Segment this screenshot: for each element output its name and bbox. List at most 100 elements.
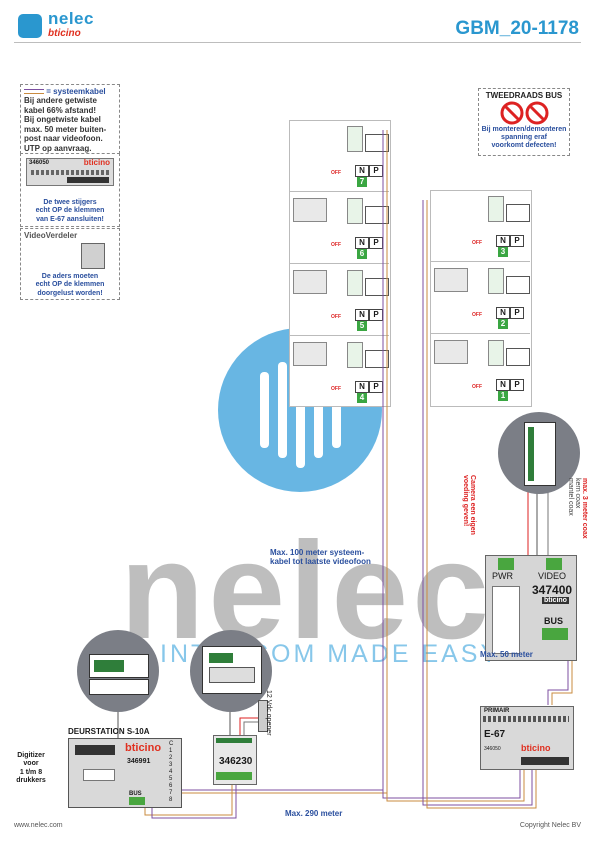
terminal-label: 5: [169, 776, 173, 782]
n-terminal-label: N: [496, 307, 510, 319]
header-divider: [14, 42, 581, 43]
videoverdeler-device: [434, 340, 468, 364]
camera-power-note: Camera een eigen voeding geven!: [462, 475, 476, 570]
digitizer-line: voor: [23, 760, 39, 768]
videophone-unit: OFF N P 5: [289, 264, 389, 336]
system-cable-wire: [382, 405, 521, 799]
n-terminal-label: N: [355, 237, 369, 249]
door-station-model: 346991: [127, 758, 151, 765]
videophone-unit: OFF N P 3: [430, 190, 530, 262]
primair-brand: bticino: [521, 743, 551, 753]
videoverdeler-device-icon: [81, 243, 105, 269]
cable-note-line: Bij andere getwiste: [24, 96, 97, 106]
watermark-bar-icon: [260, 372, 269, 448]
videoverdeler-line: doorgelust worden!: [37, 289, 103, 297]
digitizer-terminals: [89, 679, 149, 695]
bus-terminal: [347, 126, 363, 152]
digitizer-device: [89, 654, 149, 678]
videoverdeler-device: [293, 198, 327, 222]
e67-note-line: De twee stijgers: [43, 199, 97, 206]
zoom-callout-digitizer: [77, 630, 159, 712]
document-title: GBM_20-1178: [455, 18, 579, 39]
cable-legend-label: = systeemkabel: [46, 87, 106, 96]
tweedraads-line: Bij monteren/demonteren: [481, 126, 567, 133]
terminal-label: 6: [169, 783, 173, 789]
max50-label: Max. 50 meter: [480, 650, 533, 659]
system-cable-wire: [386, 405, 525, 802]
bus-terminal: [347, 198, 363, 224]
videoverdeler-line: echt OP de klemmen: [35, 281, 105, 289]
e67-note: 346050 bticino De twee stijgers echt OP …: [20, 153, 120, 227]
primair-title: PRIMAIR: [484, 708, 510, 714]
door-station-title: DEURSTATION S-10A: [68, 727, 150, 736]
e67-note-line: van E-67 aansluiten!: [36, 215, 104, 223]
e67-note-brand: bticino: [83, 158, 110, 167]
opener-wire: [239, 717, 262, 740]
cable-note-line: Bij ongetwiste kabel: [24, 115, 101, 125]
camera-power-line: voeding geven!: [462, 475, 469, 527]
terminal-label: 8: [169, 797, 173, 803]
cable-legend-icon: [24, 89, 44, 95]
door-wire: [151, 780, 237, 819]
videophone-screen-icon: [506, 348, 530, 366]
digitizer-note: Digitizer voor 1 t/m 8 drukkers: [6, 752, 56, 786]
coax-note-line: max. 3 meter coax: [581, 478, 588, 539]
floor-number-badge: 3: [498, 247, 508, 257]
riser-right-units: OFF N P 3 OFF N P 2 OFF N P 1: [430, 190, 530, 405]
video-module-closeup: [524, 422, 556, 486]
floor-number-badge: 1: [498, 391, 508, 401]
bus-terminal: [347, 270, 363, 296]
p-terminal-label: P: [510, 307, 524, 319]
max100-line: Max. 100 meter systeem-: [270, 548, 365, 557]
floor-number-badge: 2: [498, 319, 508, 329]
n-terminal-label: N: [496, 235, 510, 247]
floor-number-badge: 4: [357, 393, 367, 403]
primair-model: E-67: [484, 729, 506, 740]
tweedraads-title: TWEEDRAADS BUS: [485, 91, 563, 100]
pwr-terminal: [498, 558, 514, 570]
actuator-closeup: [202, 646, 262, 694]
videoverdeler-device: [434, 268, 468, 292]
primair-code: 346050: [484, 746, 501, 752]
videoverdeler-title: VideoVerdeler: [24, 231, 78, 240]
system-cable-wire: [422, 405, 533, 806]
videophone-screen-icon: [506, 204, 530, 222]
bus-terminal: [542, 628, 568, 640]
switch-off-label: OFF: [331, 242, 341, 248]
footer-copyright: Copyright Nelec BV: [519, 822, 581, 829]
door-station-bus-label: BUS: [129, 791, 142, 797]
video-module-bus-label: BUS: [544, 616, 564, 626]
pwr-label: PWR: [492, 571, 513, 581]
p-terminal-label: P: [510, 379, 524, 391]
videoverdeler-device: [293, 342, 327, 366]
bus-terminal: [488, 196, 504, 222]
floor-number-badge: 6: [357, 249, 367, 259]
e67-note-line: echt OP de klemmen: [35, 207, 105, 215]
cable-note-line: UTP op aanvraag.: [24, 143, 92, 153]
max100-note: Max. 100 meter systeem- kabel tot laatst…: [270, 548, 371, 566]
switch-off-label: OFF: [331, 314, 341, 320]
p-terminal-label: P: [510, 235, 524, 247]
opener-wire: [243, 721, 262, 740]
actuator-dial-icon: [209, 653, 233, 663]
zoom-callout-actuator: [190, 630, 272, 712]
videophone-unit: OFF N P 2: [430, 262, 530, 334]
tweedraads-line: voorkomt defecten!: [491, 142, 557, 150]
video-module-brand: bticino: [542, 597, 569, 604]
camera-power-line: Camera een eigen: [469, 475, 476, 535]
actuator-model: 346230: [219, 756, 253, 767]
floor-number-badge: 5: [357, 321, 367, 331]
actuator-device: 346230: [213, 735, 257, 785]
terminal-label: 4: [169, 769, 173, 775]
footer-website[interactable]: www.nelec.com: [14, 822, 63, 829]
n-terminal-label: N: [496, 379, 510, 391]
bus-terminal: [347, 342, 363, 368]
tweedraads-note: TWEEDRAADS BUS Bij monteren/demonteren s…: [478, 88, 570, 156]
terminal-label: 3: [169, 762, 173, 768]
n-terminal-label: N: [355, 309, 369, 321]
primair-e67-device: PRIMAIR E-67 346050 bticino: [480, 706, 574, 770]
digitizer-line: Digitizer: [17, 752, 45, 759]
max290-label: Max. 290 meter: [285, 809, 343, 818]
videoverdeler-line: De aders moeten: [41, 273, 99, 280]
video-module: PWR VIDEO 347400 bticino BUS: [485, 555, 577, 661]
